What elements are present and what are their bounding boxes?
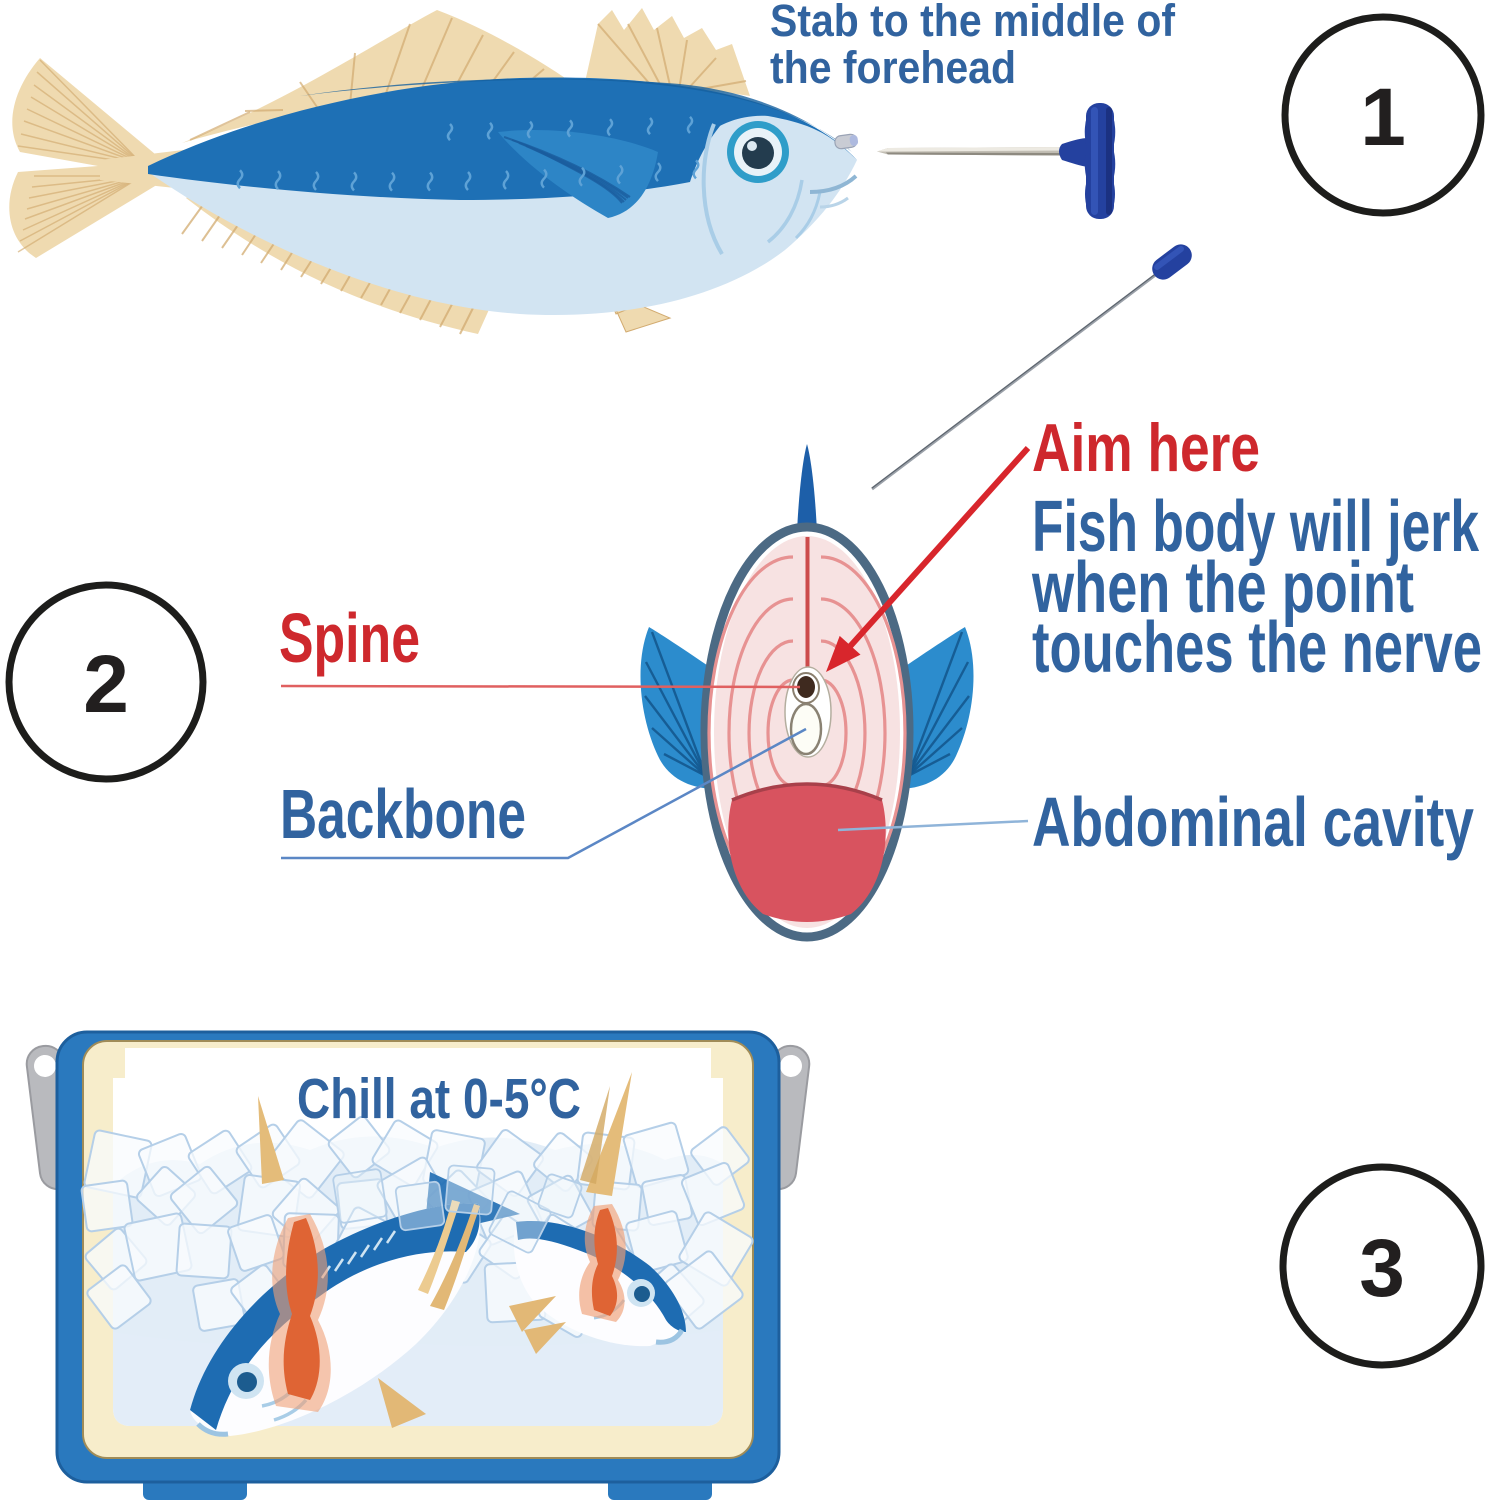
svg-text:Aim here: Aim here xyxy=(1032,410,1260,486)
svg-text:Abdominal cavity: Abdominal cavity xyxy=(1032,783,1474,861)
svg-text:3: 3 xyxy=(1359,1223,1405,1314)
svg-text:the forehead: the forehead xyxy=(770,42,1016,93)
svg-text:1: 1 xyxy=(1360,72,1406,163)
svg-text:when the point: when the point xyxy=(1031,548,1414,628)
svg-text:Fish body will jerk: Fish body will jerk xyxy=(1032,487,1480,567)
svg-text:Chill at 0-5°C: Chill at 0-5°C xyxy=(297,1067,581,1131)
svg-text:Backbone: Backbone xyxy=(280,775,526,853)
svg-text:touches the nerve: touches the nerve xyxy=(1032,608,1482,688)
svg-text:Stab to the middle of: Stab to the middle of xyxy=(770,0,1176,46)
svg-text:2: 2 xyxy=(83,639,129,730)
svg-text:Spine: Spine xyxy=(279,599,420,677)
